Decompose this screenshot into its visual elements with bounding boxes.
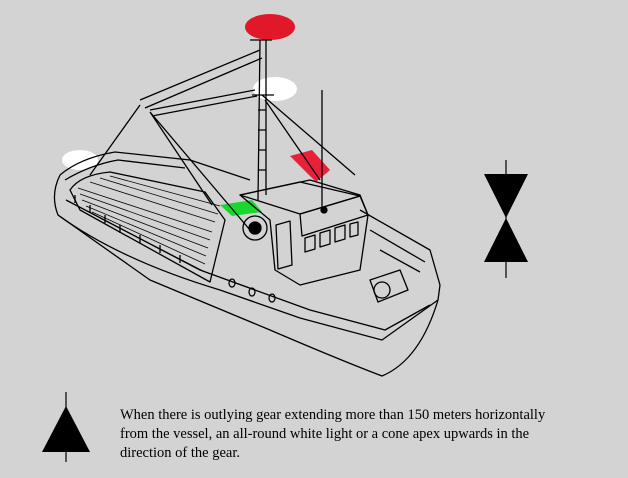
caption-line-2: from the vessel, an all-round white ligh… <box>120 426 530 442</box>
deck-planking <box>77 175 221 273</box>
wheelhouse <box>239 179 369 286</box>
derrick-boom-upper <box>139 49 263 109</box>
hull-sheer-inner <box>64 159 186 181</box>
rigging-stay <box>89 94 356 231</box>
stern-white-light <box>62 150 98 170</box>
mast-crosstree <box>250 39 274 96</box>
vessel-drawing <box>53 39 441 377</box>
radar-drum <box>242 215 268 241</box>
mast-rungs <box>258 109 266 171</box>
hull-outline <box>53 174 441 377</box>
winch-frame <box>369 269 409 303</box>
caption-text: When there is outlying gear extending mo… <box>120 406 600 463</box>
caption-line-1: When there is outlying gear extending mo… <box>120 407 546 423</box>
wheelhouse-door <box>275 220 293 270</box>
hull-sheer <box>59 151 251 181</box>
masthead-red-light <box>245 14 295 40</box>
hull-bottom-line <box>57 214 439 341</box>
caption-line-3: direction of the gear. <box>120 445 240 461</box>
porthole <box>268 293 276 303</box>
bow-rail <box>359 209 441 286</box>
main-mast <box>257 39 267 201</box>
winch-drum <box>373 281 391 299</box>
two-cones-apex-together-icon <box>484 160 528 278</box>
porthole <box>228 278 236 288</box>
bulwark-stanchions <box>74 195 181 263</box>
wheelhouse-windows <box>304 221 359 253</box>
cone-apex-up-icon <box>42 392 90 462</box>
porthole <box>248 287 256 297</box>
radar-drum-inner <box>248 221 262 235</box>
deck-area <box>69 171 226 283</box>
antenna-base <box>320 206 328 214</box>
derrick-boom-lower <box>149 89 258 117</box>
